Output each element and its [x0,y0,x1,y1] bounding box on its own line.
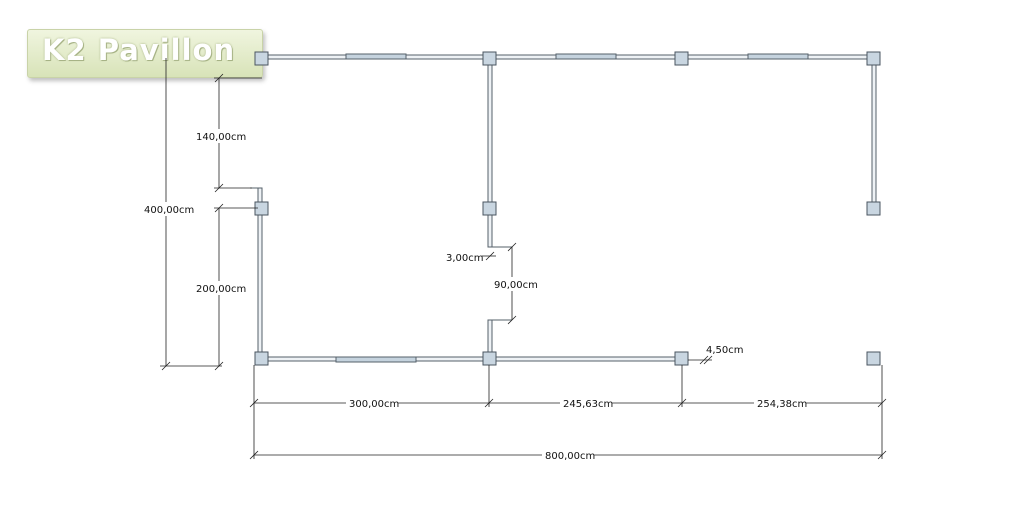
dim-label-90: 90,00cm [494,280,538,291]
post [482,201,497,216]
window [747,53,809,60]
tick [677,398,687,408]
label-backgrounds [140,129,806,462]
dim-label-400: 400,00cm [144,205,194,216]
tick [877,450,887,460]
walls [250,54,877,362]
post [482,351,497,366]
label-bg [346,396,398,410]
label-bg [140,202,192,216]
post [254,201,269,216]
window [335,356,417,363]
post [866,51,881,66]
label-bg [194,281,244,295]
tick [214,203,224,213]
tick [214,361,224,371]
dim-label-300: 300,00cm [349,399,399,410]
label-bg [754,396,806,410]
dim-label-140: 140,00cm [196,132,246,143]
dim-label-24563: 245,63cm [563,399,613,410]
window [345,53,407,60]
label-bg [492,277,536,291]
tick [249,450,259,460]
tick [507,242,517,252]
logo-text: K2 Pavillon [42,33,236,67]
tick [703,355,713,365]
post [254,351,269,366]
logo-badge: K2 Pavillon [27,29,263,78]
tick [249,398,259,408]
dim-label-800: 800,00cm [545,451,595,462]
tick [161,361,171,371]
posts [254,51,881,366]
tick [214,183,224,193]
dim-label-25438: 254,38cm [757,399,807,410]
window [555,53,617,60]
tick [507,315,517,325]
tick [699,355,709,365]
windows [335,53,809,363]
tick [214,73,224,83]
post [866,201,881,216]
label-bg [194,129,244,143]
tick [877,398,887,408]
middle-wall-upper [487,58,493,248]
dim-label-450: 4,50cm [706,345,744,356]
bottom-wall [261,356,683,362]
post [674,51,689,66]
label-bg [542,448,594,462]
label-bg [560,396,612,410]
right-wall [871,58,877,210]
post [674,351,689,366]
dim-label-200: 200,00cm [196,284,246,295]
post [254,51,269,66]
post [482,51,497,66]
post [866,351,881,366]
tick [484,398,494,408]
dim-label-3: 3,00cm [446,253,484,264]
dimension-labels: 400,00cm 140,00cm 200,00cm 3,00cm 90,00c… [144,132,807,462]
tick [485,251,495,261]
